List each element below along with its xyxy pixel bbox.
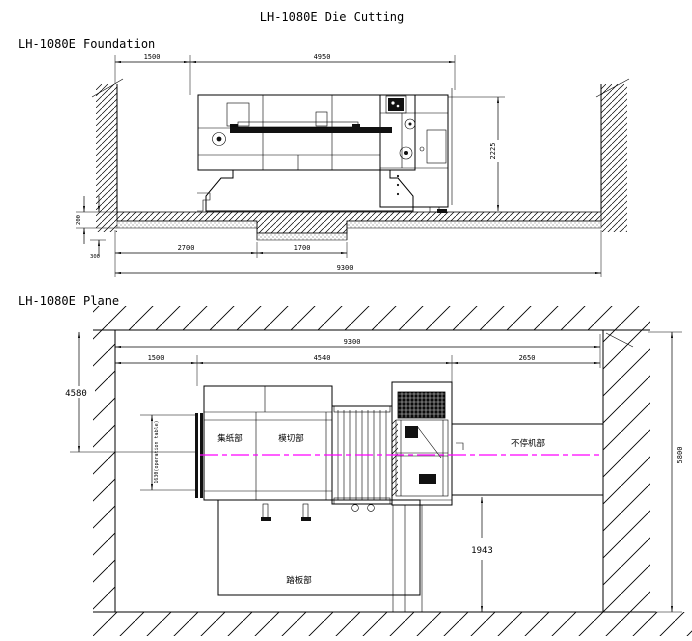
plane-view-label: LH-1080E Plane [18, 294, 119, 308]
dim-1500-foundation: 1500 [144, 53, 161, 61]
plane-dim-top: 9300 1500 4540 2650 [114, 334, 601, 386]
plane-walls [93, 306, 692, 636]
section-label-pedal: 踏板部 [286, 575, 312, 586]
dim-1630-operation-table: 1630(operation table) [154, 420, 160, 483]
dim-300: 300 [90, 254, 100, 260]
dim-1943: 1943 [471, 546, 493, 556]
dim-1500-plane: 1500 [148, 354, 165, 362]
plane-dim-left: 4580 1630(operation table) [58, 331, 198, 491]
foundation-view: 1500 4950 2225 200 300 [76, 53, 630, 277]
dim-1700: 1700 [294, 244, 311, 252]
dim-2225: 2225 [489, 143, 497, 160]
section-label-nonstop: 不停机部 [511, 438, 546, 449]
foundation-dim-bottom: 2700 1700 9300 [114, 230, 602, 277]
dim-2700: 2700 [178, 244, 195, 252]
dim-5800: 5800 [676, 447, 684, 464]
sheet-title: LH-1080E Die Cutting [260, 10, 405, 24]
plane-dim-right: 5800 [648, 331, 684, 613]
dim-2650: 2650 [519, 354, 536, 362]
foundation-dim-slab: 200 300 [76, 196, 117, 260]
foundation-dim-top: 1500 4950 [114, 53, 456, 95]
foundation-view-label: LH-1080E Foundation [18, 37, 155, 51]
foundation-right-wall [595, 78, 630, 232]
plane-dim-clearance: 1943 [471, 496, 493, 613]
foundation-left-wall [91, 78, 124, 232]
dim-9300-foundation: 9300 [337, 264, 354, 272]
section-label-diecut: 模切部 [278, 433, 304, 444]
dim-200: 200 [76, 215, 82, 225]
dim-4950-foundation: 4950 [314, 53, 331, 61]
foundation-machine [197, 88, 453, 213]
dim-9300-plane: 9300 [344, 338, 361, 346]
dim-4580: 4580 [65, 389, 87, 399]
plane-machine: 集纸部 模切部 [195, 381, 603, 612]
plane-view: 9300 1500 4540 2650 4580 1630(operation … [58, 306, 692, 636]
foundation-dim-height: 2225 [448, 96, 505, 212]
foundation-floor-slab [116, 211, 602, 241]
section-label-collect: 集纸部 [217, 433, 243, 444]
dim-4540: 4540 [314, 354, 331, 362]
